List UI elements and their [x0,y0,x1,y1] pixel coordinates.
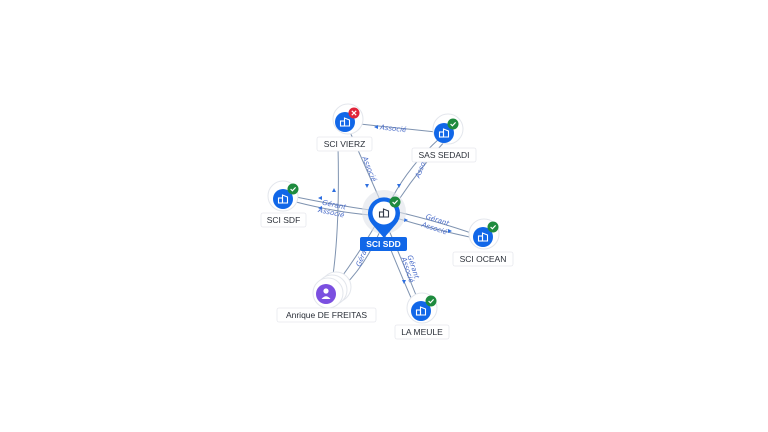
edge-label: Associé [379,123,408,134]
check-icon [447,118,459,130]
arrow-head [318,196,322,200]
person-icon [321,288,331,299]
arrow-head [448,229,452,233]
node-sci-ocean[interactable]: SCI OCEAN [452,218,514,267]
arrow-head [404,218,408,222]
node-label: LA MEULE [401,327,443,337]
node-label: SAS SEDADI [418,150,469,160]
arrow-head [397,184,401,188]
node-sas-sedadi[interactable]: SAS SEDADI [411,113,477,163]
node-core [316,284,336,304]
edge-arrows [318,125,452,284]
node-sci-vierz[interactable]: SCI VIERZ [316,103,373,152]
node-label-box [452,251,514,267]
node-la-meule[interactable]: LA MEULE [394,292,450,340]
cross-icon [348,107,360,119]
check-icon [287,183,299,195]
node-label-box [394,324,450,340]
node-label: Anrique DE FREITAS [286,310,367,320]
edge-meule-1 [387,227,419,301]
center-label: SCI SDD [366,239,400,249]
edge-sedadi-center-1 [391,137,441,199]
arrow-head [374,125,378,129]
node-sci-sdd-center[interactable]: SCI SDD [360,190,407,251]
arrow-head [332,188,336,192]
node-anrique-de-freitas[interactable]: Anrique DE FREITAS [276,271,377,323]
edge-anrique-center-1 [337,223,377,283]
arrow-head [365,184,369,188]
center-label-box [360,237,407,251]
check-icon [389,196,401,208]
building-icon [378,208,390,218]
node-label-box [411,147,477,163]
arrow-head [402,280,406,284]
edge-sedadi-center-2 [399,139,447,199]
arrow-head [318,206,322,210]
node-label: SCI OCEAN [460,254,507,264]
node-sci-sdf[interactable]: SCI SDF [260,180,307,228]
node-label-box [260,212,307,228]
edge-vierz-sedadi [359,123,437,133]
node-label-box [316,136,373,152]
node-label-box [276,307,377,323]
edge-anrique-vierz [331,145,339,283]
node-label: SCI SDF [267,215,301,225]
node-label: SCI VIERZ [324,139,366,149]
check-icon [487,221,499,233]
check-icon [425,295,437,307]
edge-label: Associé [360,154,378,183]
